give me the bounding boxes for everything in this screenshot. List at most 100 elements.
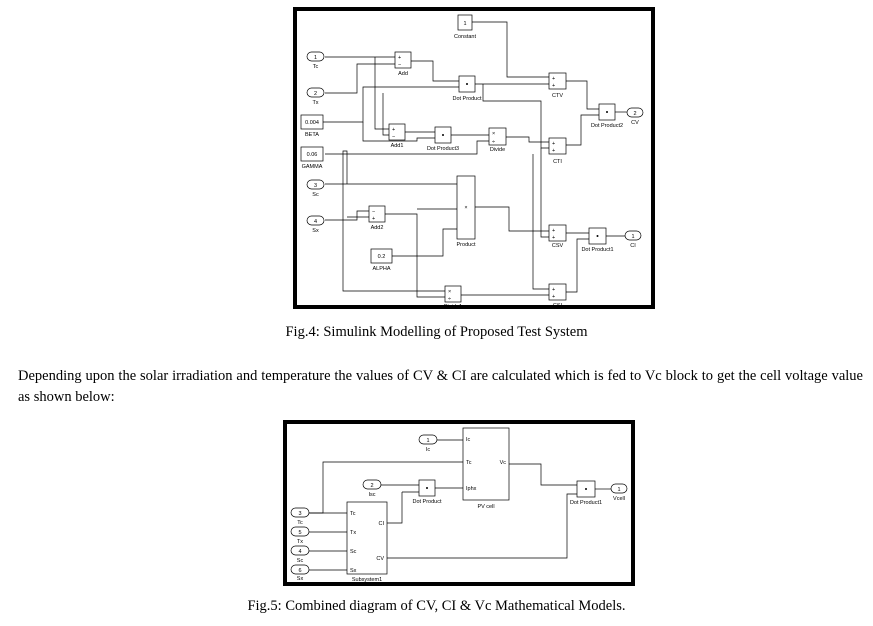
gamma-value: 0.06 <box>307 152 318 158</box>
svg-text:+: + <box>552 83 555 89</box>
svg-text:×: × <box>448 289 451 295</box>
outport-ci: 1 CI <box>624 230 642 249</box>
add-block: +− Add <box>394 51 412 77</box>
inport-tc-number-fig5: 3 <box>298 511 301 517</box>
pv-port-tc: Tc <box>466 460 472 466</box>
svg-text:÷: ÷ <box>448 296 451 302</box>
gamma-block: 0.06 GAMMA <box>300 146 324 170</box>
dot-product1-block-fig5: Dot Product1 <box>570 480 602 506</box>
subsystem-port-sx: Sx <box>350 568 357 574</box>
divide-label: Divide <box>490 147 505 153</box>
csi-block: ++ CSI <box>548 283 567 309</box>
subsystem-port-cv: CV <box>376 556 384 562</box>
add2-label: Add2 <box>371 225 384 231</box>
svg-text:+: + <box>372 216 375 222</box>
inport-sc: 3 Sc <box>306 179 325 198</box>
dot-product1-label: Dot Product1 <box>581 247 613 253</box>
dot-product-label-fig5: Dot Product <box>412 499 442 505</box>
svg-text:×: × <box>492 131 495 137</box>
alpha-value: 0.2 <box>378 254 386 260</box>
svg-text:+: + <box>392 127 395 133</box>
inport-ic: 1 Ic <box>418 434 438 453</box>
add1-block: +− Add1 <box>388 123 406 149</box>
outport-vcell: 1 Vcell <box>610 483 628 502</box>
inport-tc-fig5: 3 Tc <box>290 507 310 526</box>
outport-ci-number: 1 <box>631 234 634 240</box>
subsystem1-block: Tc Tx Sc Sx CI CV Subsystem1 <box>346 501 388 583</box>
inport-ic-number: 1 <box>426 438 429 444</box>
dot-product3-block: Dot Product3 <box>427 126 459 152</box>
inport-isc-number: 2 <box>370 483 373 489</box>
pv-port-iphx: Iphx <box>466 486 477 492</box>
dot-product2-label: Dot Product2 <box>591 123 623 129</box>
fig5-wires <box>309 439 611 571</box>
alpha-block: 0.2 ALPHA <box>370 248 393 272</box>
svg-text:+: + <box>398 55 401 61</box>
svg-text:+: + <box>552 141 555 147</box>
divide-block: × ÷ Divide <box>488 127 507 153</box>
inport-tc-label-fig5: Tc <box>297 520 303 526</box>
gamma-label: GAMMA <box>302 164 323 170</box>
product-block: × Product <box>457 175 476 248</box>
subsystem-port-ci: CI <box>379 521 385 527</box>
subsystem1-label: Subsystem1 <box>352 577 382 583</box>
inport-tx-number-fig5: 5 <box>298 530 301 536</box>
svg-text:+: + <box>552 148 555 154</box>
inport-tx-label-fig5: Tx <box>297 539 303 545</box>
fig4-wires <box>323 21 627 298</box>
figure-5-diagram: Ic Tc Iphx Vc PV cell 1 Ic 2 Isc Dot Pro… <box>283 420 635 586</box>
ctv-label: CTV <box>552 93 563 99</box>
inport-sc-fig5: 4 Sc <box>290 545 310 564</box>
figure-5-svg: Ic Tc Iphx Vc PV cell 1 Ic 2 Isc Dot Pro… <box>290 427 628 583</box>
outport-vcell-label: Vcell <box>613 496 625 502</box>
inport-sx-number: 4 <box>314 219 317 225</box>
svg-text:+: + <box>552 287 555 293</box>
inport-sx: 4 Sx <box>306 215 325 234</box>
dot-product-block-fig5: Dot Product <box>412 479 442 505</box>
divide1-label: Divide1 <box>444 304 462 310</box>
dot-product1-block: Dot Product1 <box>581 227 614 253</box>
svg-text:−: − <box>372 209 375 215</box>
add2-block: −+ Add2 <box>368 205 386 231</box>
figure-4-caption: Fig.4: Simulink Modelling of Proposed Te… <box>285 324 588 340</box>
inport-tc: 1 Tc <box>306 51 325 70</box>
figure-4-svg: 1 Tc 2 Tx 3 Sc 4 Sx 1 Constant 0.004 BET… <box>300 14 644 310</box>
pv-port-ic: Ic <box>466 437 471 443</box>
svg-text:+: + <box>552 235 555 241</box>
svg-text:−: − <box>392 134 395 140</box>
dot-product3-label: Dot Product3 <box>427 146 459 152</box>
beta-block: 0.004 BETA <box>300 114 324 138</box>
inport-sx-number-fig5: 6 <box>298 568 301 574</box>
svg-text:+: + <box>552 76 555 82</box>
inport-tc-number: 1 <box>314 55 317 61</box>
ctv-block: ++ CTV <box>548 72 567 99</box>
inport-isc-label: Isc <box>368 492 375 498</box>
dot-product1-label-fig5: Dot Product1 <box>570 500 602 506</box>
svg-text:−: − <box>398 62 401 68</box>
outport-ci-label: CI <box>630 243 636 249</box>
svg-text:+: + <box>552 228 555 234</box>
inport-sx-fig5: 6 Sx <box>290 564 310 582</box>
alpha-label: ALPHA <box>372 266 390 272</box>
outport-vcell-number: 1 <box>617 487 620 493</box>
subsystem-port-tc: Tc <box>350 511 356 517</box>
csv-label: CSV <box>552 243 564 249</box>
pv-cell-block: Ic Tc Iphx Vc PV cell <box>462 427 510 510</box>
product-label: Product <box>457 242 476 248</box>
svg-text:÷: ÷ <box>492 139 495 145</box>
figure-5-caption: Fig.5: Combined diagram of CV, CI & Vc M… <box>247 598 626 614</box>
outport-cv-label: CV <box>631 120 639 126</box>
dot-product-label: Dot Product <box>452 96 482 102</box>
subsystem-port-tx: Tx <box>350 530 356 536</box>
cti-block: ++ CTI <box>548 137 567 165</box>
dot-product-block: Dot Product <box>452 75 482 102</box>
constant-value: 1 <box>463 21 466 27</box>
beta-value: 0.004 <box>305 120 319 126</box>
inport-sc-label-fig5: Sc <box>297 558 304 564</box>
cti-label: CTI <box>553 159 562 165</box>
beta-label: BETA <box>305 132 319 138</box>
divide1-block: ×÷ Divide1 <box>444 285 462 310</box>
inport-tc-label: Tc <box>313 64 319 70</box>
svg-text:×: × <box>464 205 467 211</box>
outport-cv-number: 2 <box>633 111 636 117</box>
